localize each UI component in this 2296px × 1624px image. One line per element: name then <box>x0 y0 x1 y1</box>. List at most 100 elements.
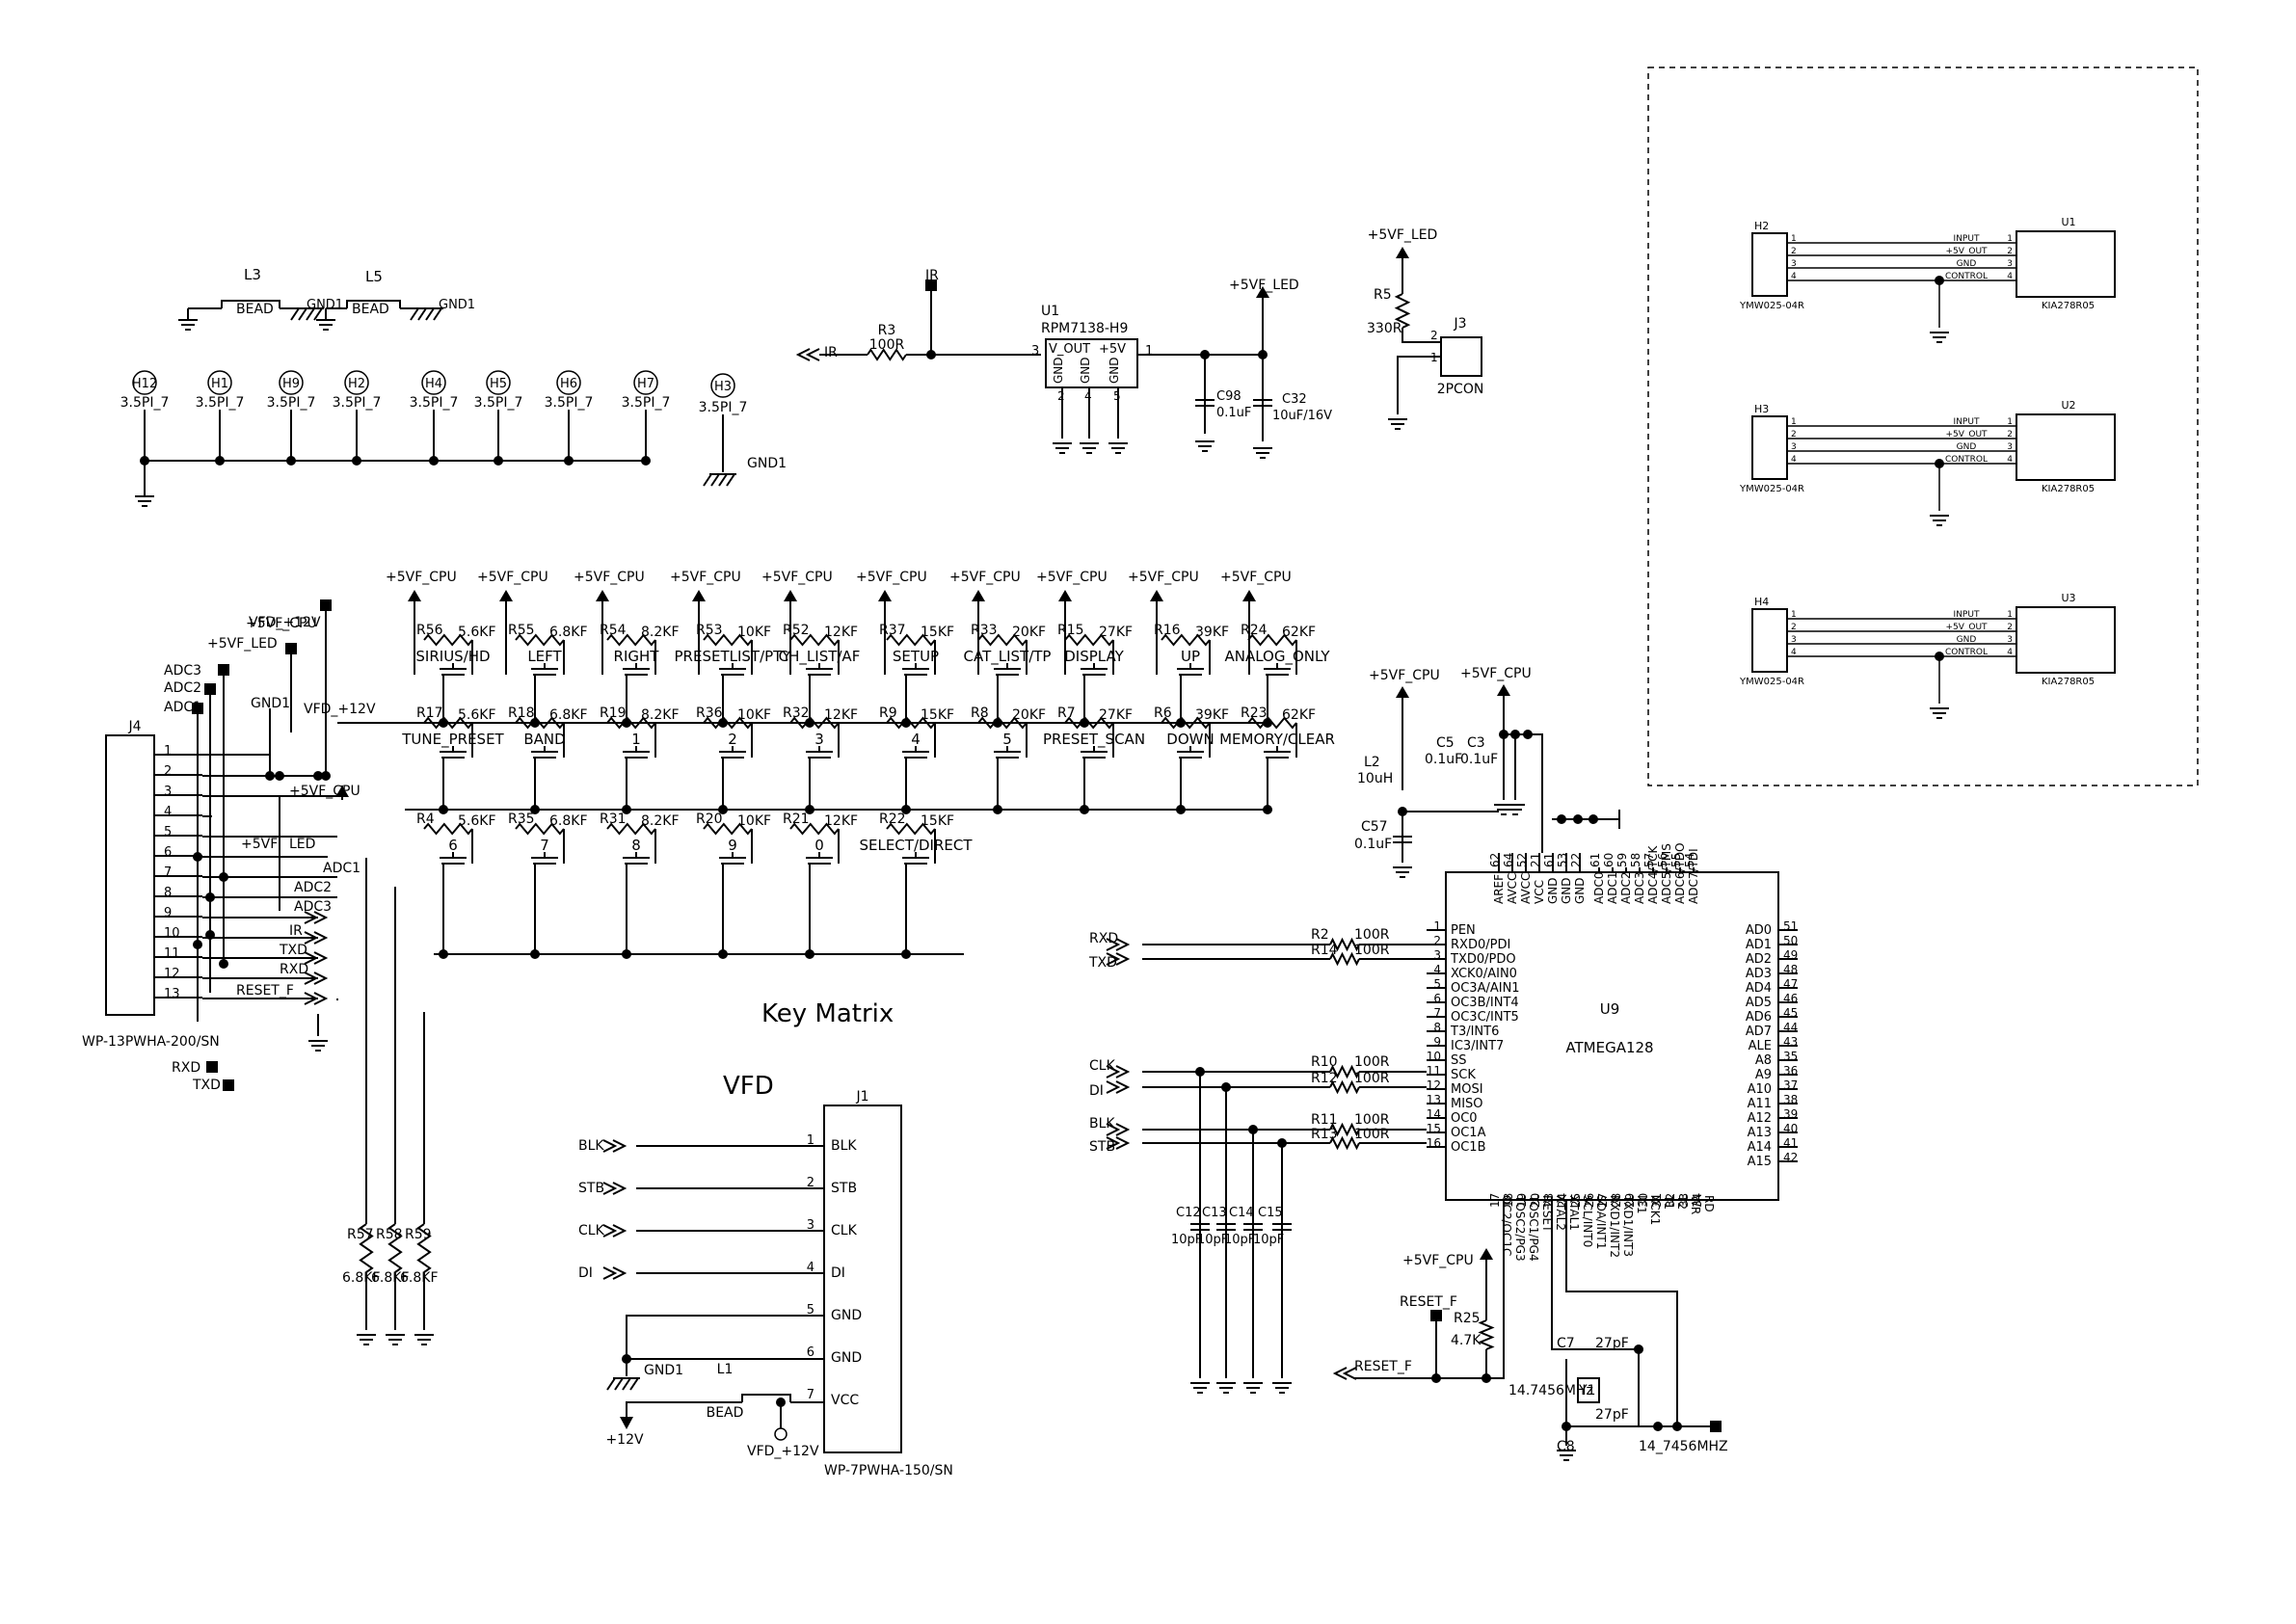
hole-value: 3.5PI_7 <box>120 395 170 411</box>
hole-value: 3.5PI_7 <box>267 395 316 411</box>
key-label: ANALOG_ONLY <box>1224 648 1330 666</box>
pin-number: 4 <box>1791 455 1797 465</box>
part-number: WP-7PWHA-150/SN <box>824 1463 953 1478</box>
pin-number: 2 <box>1433 934 1441 947</box>
pin-name: V_OUT <box>1049 342 1090 357</box>
key-label: SIRIUS/HD <box>415 648 490 665</box>
pin-number: 2 <box>164 764 172 779</box>
pin-name: ADC2 <box>1619 872 1633 904</box>
resistor-ref: R35 <box>508 812 535 827</box>
pin-name: TXD1/INT3 <box>1621 1194 1635 1257</box>
resistor-symbol <box>1329 951 1360 967</box>
resistor-ref: R11 <box>1311 1112 1338 1128</box>
resistor-symbol <box>1064 633 1114 647</box>
pin-name: AVCC <box>1519 873 1533 904</box>
chassis-ground-symbol <box>410 307 419 321</box>
pin-number: 7 <box>807 1388 814 1402</box>
offpage-arrow <box>1332 1367 1348 1380</box>
value: 10pF <box>1253 1233 1284 1247</box>
offpage-arrow <box>612 1139 627 1153</box>
hole-ref: H2 <box>348 377 365 391</box>
pin-name: ADC1 <box>1606 872 1619 904</box>
mounting-hole-0 <box>132 370 157 395</box>
resistor-value: 5.6KF <box>458 707 496 723</box>
pin-number: 9 <box>164 906 172 920</box>
net-label: GND1 <box>644 1363 683 1378</box>
pin-name: AREF <box>1492 874 1506 904</box>
resistor-symbol <box>886 633 936 647</box>
pin-number: 19 <box>1515 1193 1529 1208</box>
net-label: RXD <box>1089 931 1118 946</box>
supply-label: +5VF_CPU <box>574 570 645 585</box>
pin-name: A13 <box>1748 1126 1772 1140</box>
resistor-value: 10KF <box>737 625 771 640</box>
signal-label: +5V_OUT <box>1945 623 1988 632</box>
pin-name: A12 <box>1748 1111 1772 1126</box>
resistor-value: 6.8KF <box>342 1270 381 1286</box>
pin-name: ADC4/TCK <box>1646 844 1660 904</box>
resistor-ref: R31 <box>600 812 627 827</box>
supply-arrow <box>1497 684 1510 696</box>
net-label: ADC3 <box>294 899 332 915</box>
resistor-value: 100R <box>1354 1071 1390 1086</box>
resistor-ref: R37 <box>879 623 906 638</box>
value: 14.7456MHz <box>1508 1383 1593 1398</box>
net-label: +5VF_CPU <box>246 616 317 631</box>
offpage-arrow <box>602 1139 618 1153</box>
hole-ref: H12 <box>132 377 157 391</box>
ref: L1 <box>717 1362 734 1377</box>
value: 27pF <box>1595 1336 1629 1351</box>
key-label: CH_LIST/AF <box>779 648 861 666</box>
resistor-symbol <box>416 1223 432 1273</box>
resistor-ref: R21 <box>783 812 810 827</box>
resistor-ref: R12 <box>1311 1071 1338 1086</box>
pin-number: 4 <box>164 805 172 819</box>
pin-name: AD7 <box>1746 1025 1772 1039</box>
regulator-h-connector <box>1751 415 1788 480</box>
bead-ref: L3 <box>244 266 261 283</box>
pin-number: 3 <box>1791 442 1797 452</box>
pin-number: 4 <box>1791 648 1797 657</box>
pin-number: 2 <box>1791 247 1797 256</box>
net-label: TXD <box>192 1078 221 1093</box>
pin-number: 7 <box>1433 1006 1441 1020</box>
signal-label: +5V_OUT <box>1945 430 1988 439</box>
offpage-arrow <box>1106 952 1121 966</box>
pin-name: CLK <box>831 1223 858 1238</box>
pin-number: 12 <box>164 967 180 981</box>
offpage-arrow <box>313 972 329 985</box>
resistor-symbol <box>359 1223 374 1273</box>
pin-name: GND <box>1079 357 1092 384</box>
offpage-arrow <box>602 1182 618 1195</box>
key-label: 8 <box>631 837 641 854</box>
supply-arrow <box>1480 1248 1493 1260</box>
part-number: WP-13PWHA-200/SN <box>82 1034 220 1050</box>
chassis-ground-symbol <box>290 307 300 321</box>
mounting-hole-6 <box>556 370 581 395</box>
regulator-u-box <box>2016 413 2116 481</box>
wire <box>1397 356 1441 414</box>
offpage-arrow <box>1106 1123 1121 1136</box>
net-label: BLK <box>578 1138 604 1154</box>
key-label: PRESETLIST/PTY <box>675 648 792 665</box>
resistor-ref: R7 <box>1057 706 1076 721</box>
pin-number: 34 <box>1691 1193 1704 1208</box>
part-number: YMW025-04R <box>1739 484 1804 494</box>
resistor-value: 20KF <box>1012 625 1046 640</box>
part-number: KIA278R05 <box>2042 484 2095 494</box>
ref: C12 <box>1176 1206 1201 1220</box>
signal-label: INPUT <box>1954 610 1980 620</box>
resistor-value: 6.8KF <box>549 813 588 829</box>
resistor-value: 15KF <box>921 813 954 829</box>
supply-arrow <box>1396 247 1409 258</box>
pin-name: A8 <box>1755 1053 1772 1068</box>
pin-name: GND <box>1108 357 1121 384</box>
resistor-symbol <box>515 822 565 836</box>
key-label: 9 <box>728 837 737 854</box>
net-label: CLK <box>1089 1058 1116 1074</box>
ref: C32 <box>1282 392 1307 407</box>
pin-number: 3 <box>1433 948 1441 962</box>
ref: C98 <box>1216 389 1241 404</box>
section-title: VFD <box>723 1072 774 1101</box>
resistor-ref: R57 <box>347 1227 374 1242</box>
